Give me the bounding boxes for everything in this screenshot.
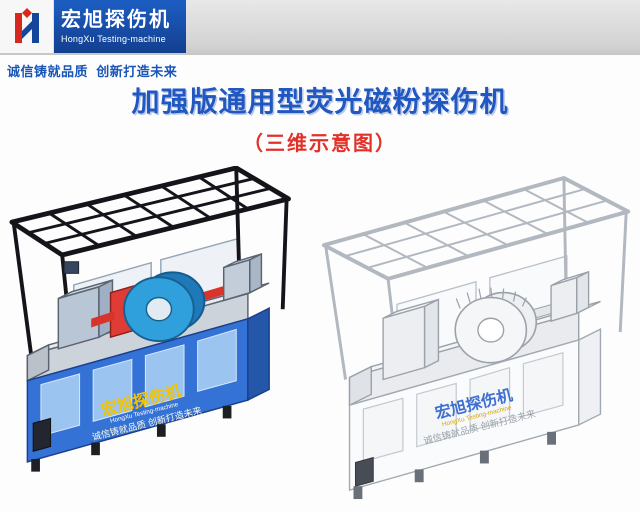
- cabinet-doors: [362, 352, 564, 463]
- workpiece-bar-left: [91, 311, 115, 328]
- control-panel: [32, 417, 52, 452]
- canopy-frame: [321, 175, 631, 281]
- tailstock: [550, 270, 590, 323]
- magnetizing-coil: [454, 287, 538, 364]
- casters: [31, 405, 232, 472]
- company-logo: 宏旭探伤机 HongXu Testing-machine: [0, 0, 186, 53]
- logo-brand-cn: 宏旭探伤机: [61, 9, 171, 31]
- canopy-frame: [9, 166, 291, 258]
- hongxu-h-logo-icon: [14, 7, 39, 43]
- logo-icon-box: [0, 0, 54, 53]
- company-slogan: 诚信铸就品质 创新打造未来: [7, 64, 178, 79]
- figure-colored-machine: 宏旭探伤机 HongXu Testing-machine 诚信铸就品质 创新打造…: [9, 166, 291, 472]
- headstock: [382, 298, 440, 381]
- figure-lineart-machine: 宏旭探伤机 HongXu Testing-machine 诚信铸就品质 创新打造…: [321, 175, 631, 500]
- logo-brand-en: HongXu Testing-machine: [61, 34, 166, 44]
- headstock: [57, 278, 114, 350]
- page-title: 加强版通用型荧光磁粉探伤机: [131, 86, 509, 117]
- cabinet: [348, 327, 602, 492]
- control-pendant: [63, 261, 80, 274]
- casters: [353, 431, 557, 500]
- logo-text-box: 宏旭探伤机 HongXu Testing-machine: [54, 0, 186, 53]
- magnetizing-coil: [123, 271, 206, 343]
- page-subtitle: （三维示意图）: [243, 133, 397, 155]
- coil-fins: [455, 287, 527, 309]
- control-panel: [354, 456, 374, 487]
- tailstock: [222, 252, 263, 302]
